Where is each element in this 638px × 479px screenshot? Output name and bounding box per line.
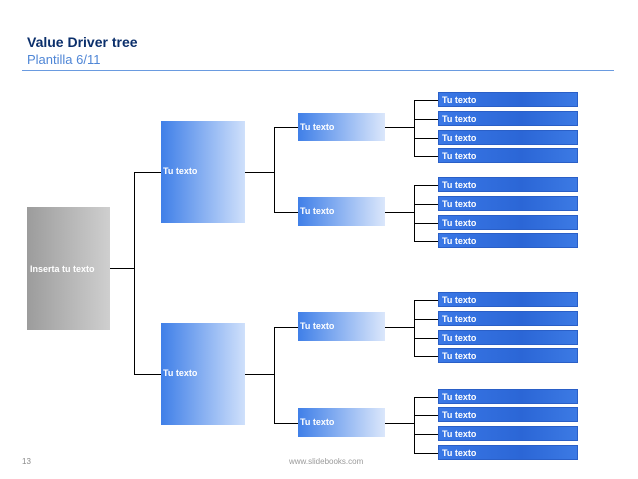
connector-line [385,423,414,424]
leaf-node-label: Tu texto [442,95,477,105]
sub-branch-node-label: Tu texto [300,417,335,427]
connector-line [134,374,161,375]
slide-title: Value Driver tree [27,34,138,50]
connector-line [414,185,438,186]
branch-node: Tu texto [161,323,245,425]
connector-line [414,185,415,242]
sub-branch-node: Tu texto [298,312,385,341]
connector-line [245,374,274,375]
connector-line [414,241,438,242]
leaf-node: Tu texto [438,311,578,326]
page-number: 13 [22,457,31,466]
connector-line [414,100,415,157]
connector-line [245,172,274,173]
connector-line [414,100,438,101]
leaf-node-label: Tu texto [442,448,477,458]
connector-line [414,138,438,139]
leaf-node-label: Tu texto [442,199,477,209]
connector-line [274,327,275,424]
connector-line [414,397,415,454]
connector-line [414,397,438,398]
leaf-node-label: Tu texto [442,151,477,161]
connector-line [274,127,298,128]
connector-line [110,268,134,269]
leaf-node: Tu texto [438,445,578,460]
connector-line [414,300,438,301]
leaf-node-label: Tu texto [442,236,477,246]
connector-line [134,172,135,375]
connector-line [414,223,438,224]
root-node: Inserta tu texto [27,207,110,330]
branch-node-label: Tu texto [163,368,198,378]
connector-line [134,172,161,173]
leaf-node: Tu texto [438,148,578,163]
leaf-node: Tu texto [438,92,578,107]
sub-branch-node: Tu texto [298,113,385,141]
leaf-node-label: Tu texto [442,114,477,124]
connector-line [274,127,275,213]
connector-line [414,204,438,205]
connector-line [274,327,298,328]
sub-branch-node: Tu texto [298,197,385,226]
leaf-node-label: Tu texto [442,295,477,305]
leaf-node-label: Tu texto [442,429,477,439]
root-node-label: Inserta tu texto [30,264,95,274]
leaf-node: Tu texto [438,407,578,422]
leaf-node: Tu texto [438,389,578,404]
leaf-node: Tu texto [438,111,578,126]
connector-line [274,212,298,213]
leaf-node: Tu texto [438,196,578,211]
connector-line [414,356,438,357]
branch-node: Tu texto [161,121,245,223]
leaf-node: Tu texto [438,233,578,248]
slide-subtitle: Plantilla 6/11 [27,52,101,67]
leaf-node-label: Tu texto [442,133,477,143]
branch-node-label: Tu texto [163,166,198,176]
connector-line [414,119,438,120]
leaf-node-label: Tu texto [442,392,477,402]
leaf-node: Tu texto [438,292,578,307]
connector-line [274,423,298,424]
connector-line [414,338,438,339]
connector-line [414,300,415,357]
connector-line [385,127,414,128]
connector-line [414,156,438,157]
sub-branch-node-label: Tu texto [300,321,335,331]
sub-branch-node: Tu texto [298,408,385,437]
connector-line [414,415,438,416]
title-divider [22,70,614,71]
connector-line [414,319,438,320]
leaf-node: Tu texto [438,130,578,145]
connector-line [414,453,438,454]
connector-line [414,434,438,435]
footer-site: www.slidebooks.com [289,457,364,466]
leaf-node: Tu texto [438,177,578,192]
leaf-node-label: Tu texto [442,410,477,420]
leaf-node-label: Tu texto [442,351,477,361]
leaf-node: Tu texto [438,215,578,230]
leaf-node: Tu texto [438,426,578,441]
connector-line [385,327,414,328]
connector-line [385,212,414,213]
leaf-node-label: Tu texto [442,218,477,228]
leaf-node: Tu texto [438,348,578,363]
leaf-node-label: Tu texto [442,333,477,343]
leaf-node-label: Tu texto [442,180,477,190]
leaf-node-label: Tu texto [442,314,477,324]
sub-branch-node-label: Tu texto [300,206,335,216]
leaf-node: Tu texto [438,330,578,345]
sub-branch-node-label: Tu texto [300,122,335,132]
